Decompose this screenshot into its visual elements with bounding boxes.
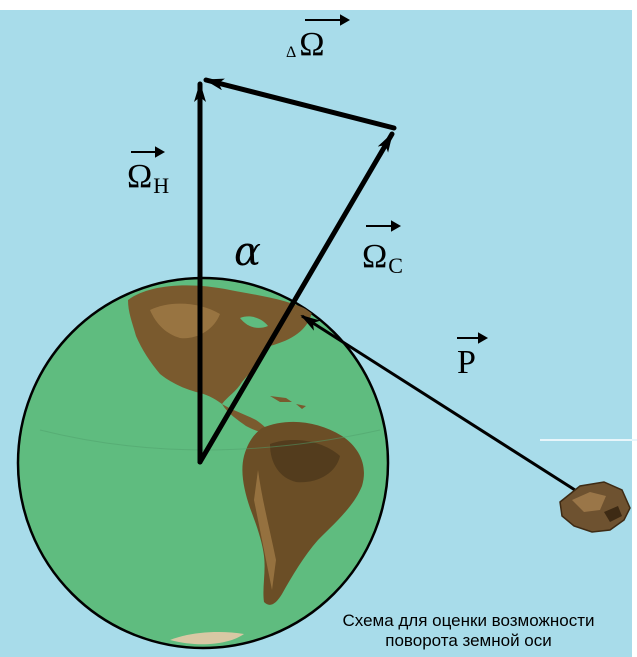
angle-alpha-label: α	[234, 229, 262, 275]
omega-h-label: ΩН	[127, 160, 169, 197]
omega-c-vector	[197, 131, 395, 465]
label-overarrows	[131, 14, 489, 344]
caption-line-1: Схема для оценки возможности	[342, 611, 595, 630]
great-lakes	[240, 316, 268, 328]
antarctica-landmass	[170, 632, 244, 645]
delta-omega-vector	[203, 77, 397, 131]
diagram-caption: Схема для оценки возможности поворота зе…	[300, 611, 637, 651]
delta-omega-symbol: Ω	[299, 26, 325, 63]
omega-h-subscript: Н	[153, 173, 170, 198]
asteroid	[559, 481, 631, 533]
caption-line-2: поворота земной оси	[385, 631, 552, 650]
omega-h-symbol: Ω	[127, 158, 153, 195]
caribbean-islands	[270, 396, 306, 409]
delta-omega-label: ΔΩ	[286, 28, 325, 62]
force-p-vector	[300, 314, 576, 492]
delta-prefix: Δ	[286, 44, 297, 61]
omega-c-label: ΩС	[362, 240, 403, 277]
earth-globe	[16, 276, 390, 650]
omega-c-symbol: Ω	[362, 238, 388, 275]
force-p-label: P	[457, 346, 476, 380]
amazon-region	[270, 440, 340, 483]
andes-highlights	[254, 470, 276, 590]
omega-c-subscript: С	[388, 253, 403, 278]
central-america-landmass	[222, 404, 270, 433]
force-p-symbol: P	[457, 344, 476, 381]
vector-diagram	[194, 77, 397, 465]
